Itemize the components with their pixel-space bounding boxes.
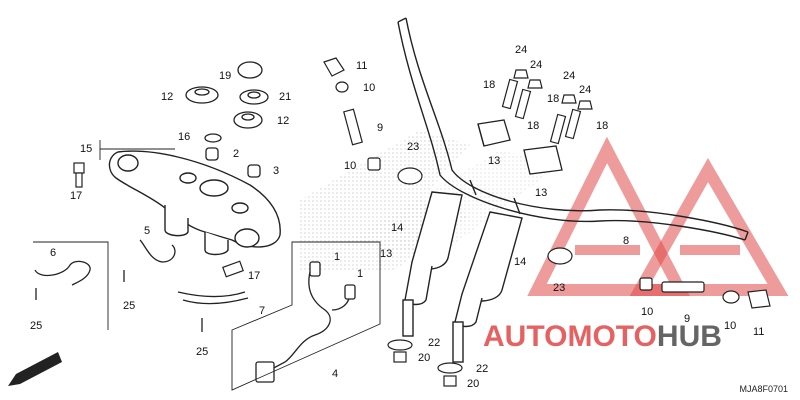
callout-6: 6: [50, 247, 57, 259]
callout-11a: 11: [356, 60, 368, 72]
callout-7: 7: [259, 305, 266, 317]
top-bridge: [108, 150, 281, 256]
watermark-text-part1: AUTOMOTO: [483, 320, 657, 353]
callout-17b: 17: [248, 270, 261, 282]
callout-12a: 12: [161, 91, 174, 103]
callout-1b: 1: [357, 268, 364, 280]
callout-10c: 10: [641, 306, 654, 318]
callout-20b: 20: [467, 378, 480, 390]
watermark-text-part2: HUB: [656, 320, 722, 353]
callout-14a: 14: [391, 222, 404, 234]
reference-brackets: [33, 140, 381, 391]
callout-11b: 11: [753, 326, 765, 338]
callout-24a: 24: [515, 44, 528, 56]
callout-24b: 24: [530, 59, 543, 71]
callout-14b: 14: [514, 256, 527, 268]
washers-and-caps: [185, 61, 269, 178]
callout-17a: 17: [70, 190, 83, 202]
callout-24c: 24: [563, 70, 576, 82]
callout-18a: 18: [483, 79, 496, 91]
callout-10b: 10: [344, 160, 357, 172]
callout-18c: 18: [527, 120, 540, 132]
callout-22a: 22: [428, 337, 441, 349]
left-switch-parts: [323, 57, 423, 185]
callout-13a: 13: [488, 155, 501, 167]
callout-20a: 20: [418, 352, 431, 364]
holder-bolts: [501, 69, 593, 145]
callout-25b: 25: [30, 320, 43, 332]
bridge-bolts: [73, 162, 244, 278]
callout-5: 5: [144, 225, 151, 237]
callout-23a: 23: [407, 141, 420, 153]
callout-25a: 25: [123, 300, 136, 312]
watermark-text: AUTOMOTOHUB: [483, 320, 722, 354]
callout-2: 2: [233, 148, 240, 160]
wire-harness: [255, 261, 356, 383]
callout-19: 19: [219, 70, 232, 82]
callout-18b: 18: [547, 93, 560, 105]
fork-nuts: [387, 339, 463, 387]
callout-21: 21: [279, 91, 292, 103]
document-code: MJA8F0701: [739, 384, 788, 394]
callout-10a: 10: [363, 82, 376, 94]
callout-3: 3: [273, 165, 280, 177]
cable-guides: [34, 239, 249, 332]
callout-10d: 10: [724, 320, 737, 332]
handlebar-holders: [477, 119, 563, 175]
callout-12b: 12: [277, 115, 290, 127]
right-switch-parts: [547, 247, 771, 309]
callout-13b: 13: [535, 187, 548, 199]
fork-tubes: [402, 191, 523, 363]
handlebar: [397, 17, 749, 241]
callout-1a: 1: [334, 251, 341, 263]
callout-4: 4: [332, 368, 339, 380]
callout-23b: 23: [553, 282, 566, 294]
watermark-triangle-logo: [527, 136, 789, 296]
callout-13c: 13: [380, 248, 393, 260]
callout-22b: 22: [476, 363, 489, 375]
callout-9a: 9: [377, 122, 384, 134]
callout-25c: 25: [196, 346, 209, 358]
callout-15: 15: [80, 143, 93, 155]
callout-8: 8: [623, 235, 630, 247]
callout-9b: 9: [684, 313, 691, 325]
callout-24d: 24: [579, 84, 592, 96]
callout-18d: 18: [596, 120, 609, 132]
front-direction-arrow: [8, 352, 62, 386]
callout-16: 16: [178, 131, 191, 143]
